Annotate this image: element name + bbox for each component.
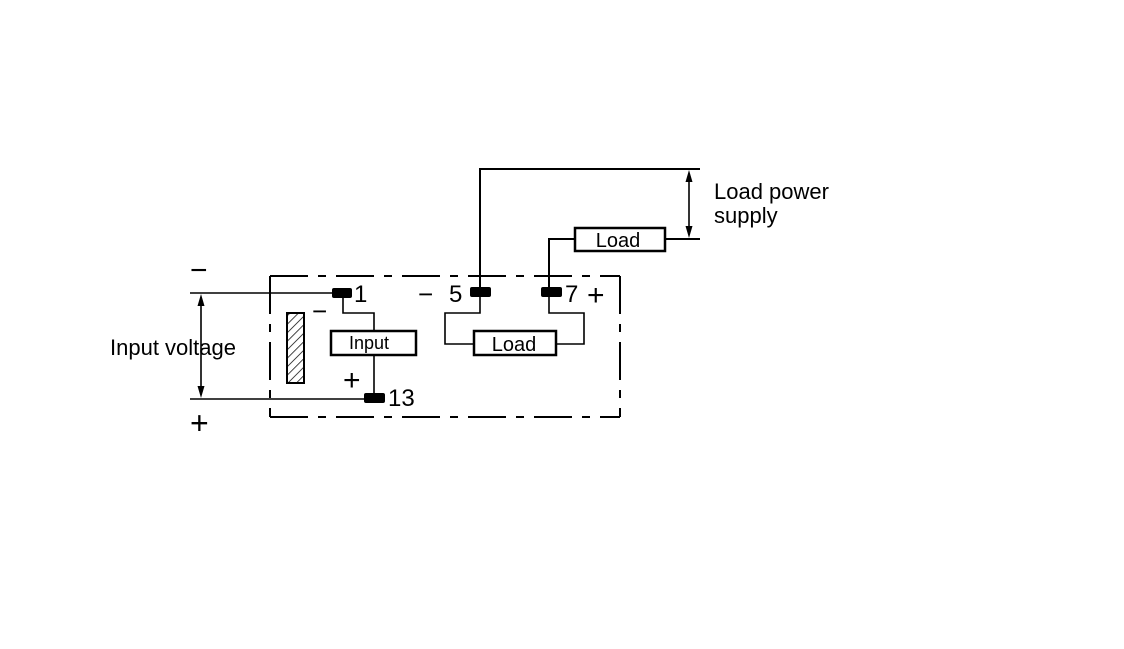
terminal-5-connector [470,287,491,297]
terminal-1-minus-sign: − [312,296,327,326]
module-outline [269,275,621,418]
load-supply-label-line1: Load power [714,179,829,204]
input-box: Input [329,329,418,357]
external-load: Load [573,226,667,253]
input-box-label: Input [349,333,389,353]
external-load-label: Load [596,230,641,252]
terminal-5-minus-sign: − [418,279,433,309]
terminal-13-plus-sign: + [343,364,361,397]
terminal-13-label: 13 [388,385,415,412]
terminal-1-connector [332,288,352,298]
terminal-13-connector [364,393,385,403]
internal-load-label: Load [492,334,537,356]
terminal-7-label: 7 [565,281,578,308]
terminal-5-label: 5 [449,281,462,308]
input-voltage-arrow [197,294,205,398]
hatched-block [286,312,305,384]
input-voltage-label: Input voltage [110,335,236,360]
terminal-7-connector [541,287,562,297]
input-wiring [190,292,375,400]
load-supply-label-line2: supply [714,203,778,228]
terminal-connectors [332,287,562,403]
input-plus-sign: + [190,405,209,441]
external-wiring [479,168,700,293]
terminal-7-plus-sign: + [587,279,605,312]
supply-arrow [685,170,693,238]
input-minus-sign: − [190,254,208,287]
terminal-1-label: 1 [354,281,367,308]
internal-load: Load [444,293,585,357]
